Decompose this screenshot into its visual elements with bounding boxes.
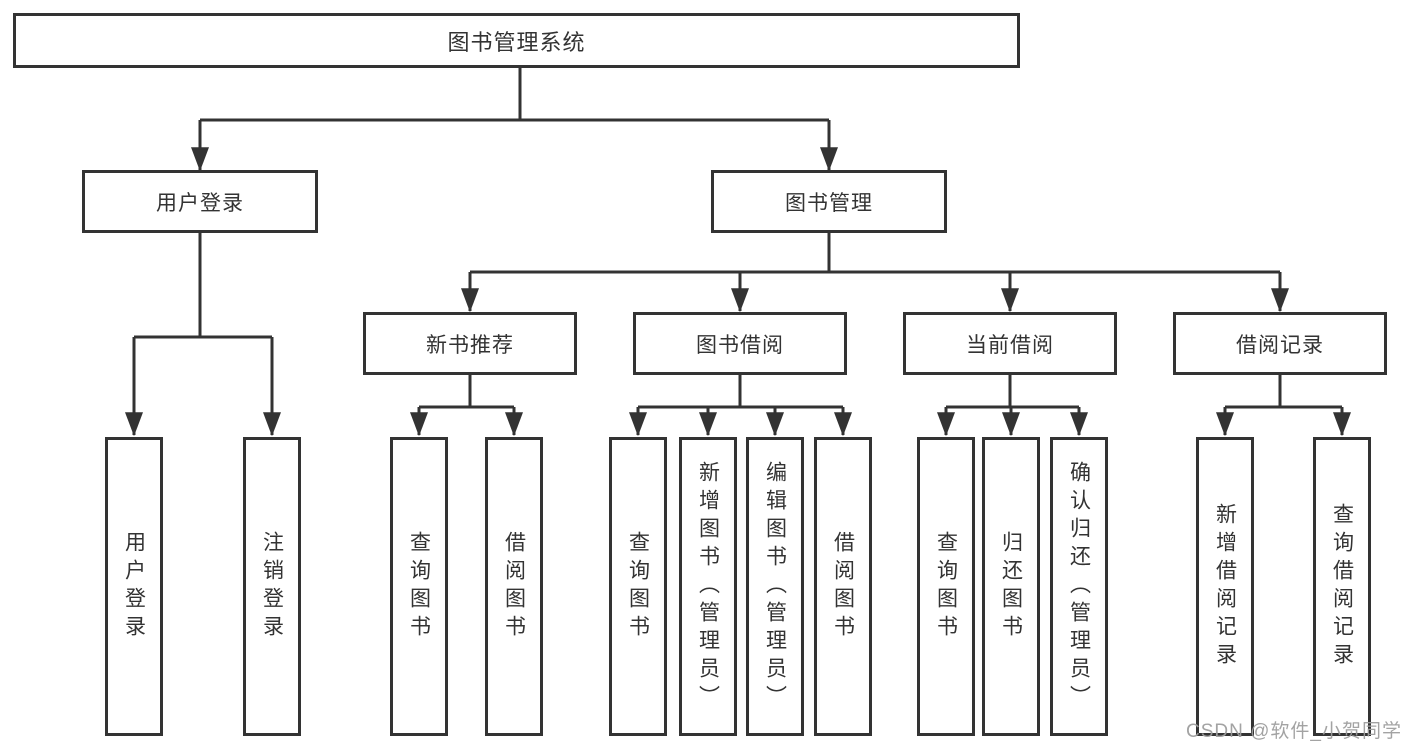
node-label: 图书管理系统	[447, 29, 586, 55]
node-label: 确认归还（管理员）	[1067, 460, 1091, 713]
node-label: 当前借阅	[966, 333, 1054, 357]
node-label: 查询图书	[407, 530, 431, 643]
node-new-book-recommend: 新书推荐	[363, 312, 577, 375]
node-label: 编辑图书（管理员）	[763, 460, 787, 713]
node-label: 新增图书（管理员）	[696, 460, 720, 713]
node-label: 图书借阅	[696, 333, 784, 357]
leaf-query-books-current: 查询图书	[917, 437, 975, 736]
node-borrow-records: 借阅记录	[1173, 312, 1387, 375]
node-user-login: 用户登录	[82, 170, 318, 233]
node-book-management: 图书管理	[711, 170, 947, 233]
node-label: 新书推荐	[426, 333, 514, 357]
node-label: 借阅记录	[1236, 333, 1324, 357]
node-label: 新增借阅记录	[1213, 502, 1237, 671]
node-label: 查询图书	[934, 530, 958, 643]
leaf-query-books-borrow: 查询图书	[609, 437, 667, 736]
leaf-return-books: 归还图书	[982, 437, 1040, 736]
node-label: 图书管理	[785, 191, 873, 215]
leaf-borrow-books: 借阅图书	[814, 437, 872, 736]
node-current-borrow: 当前借阅	[903, 312, 1117, 375]
node-label: 注销登录	[260, 530, 284, 643]
node-label: 借阅图书	[502, 530, 526, 643]
node-library-management-system: 图书管理系统	[13, 13, 1020, 68]
leaf-query-books-recommend: 查询图书	[390, 437, 448, 736]
node-label: 借阅图书	[831, 530, 855, 643]
leaf-edit-book-admin: 编辑图书（管理员）	[746, 437, 804, 736]
node-label: 查询图书	[626, 530, 650, 643]
node-label: 查询借阅记录	[1330, 502, 1354, 671]
node-label: 用户登录	[122, 530, 146, 643]
node-label: 归还图书	[999, 530, 1023, 643]
node-book-borrow: 图书借阅	[633, 312, 847, 375]
leaf-query-borrow-record: 查询借阅记录	[1313, 437, 1371, 736]
leaf-borrow-books-recommend: 借阅图书	[485, 437, 543, 736]
leaf-confirm-return-admin: 确认归还（管理员）	[1050, 437, 1108, 736]
node-label: 用户登录	[156, 191, 244, 215]
leaf-add-borrow-record: 新增借阅记录	[1196, 437, 1254, 736]
watermark: CSDN @软件_小贺同学	[1186, 721, 1402, 742]
leaf-add-book-admin: 新增图书（管理员）	[679, 437, 737, 736]
leaf-logout: 注销登录	[243, 437, 301, 736]
leaf-user-login: 用户登录	[105, 437, 163, 736]
